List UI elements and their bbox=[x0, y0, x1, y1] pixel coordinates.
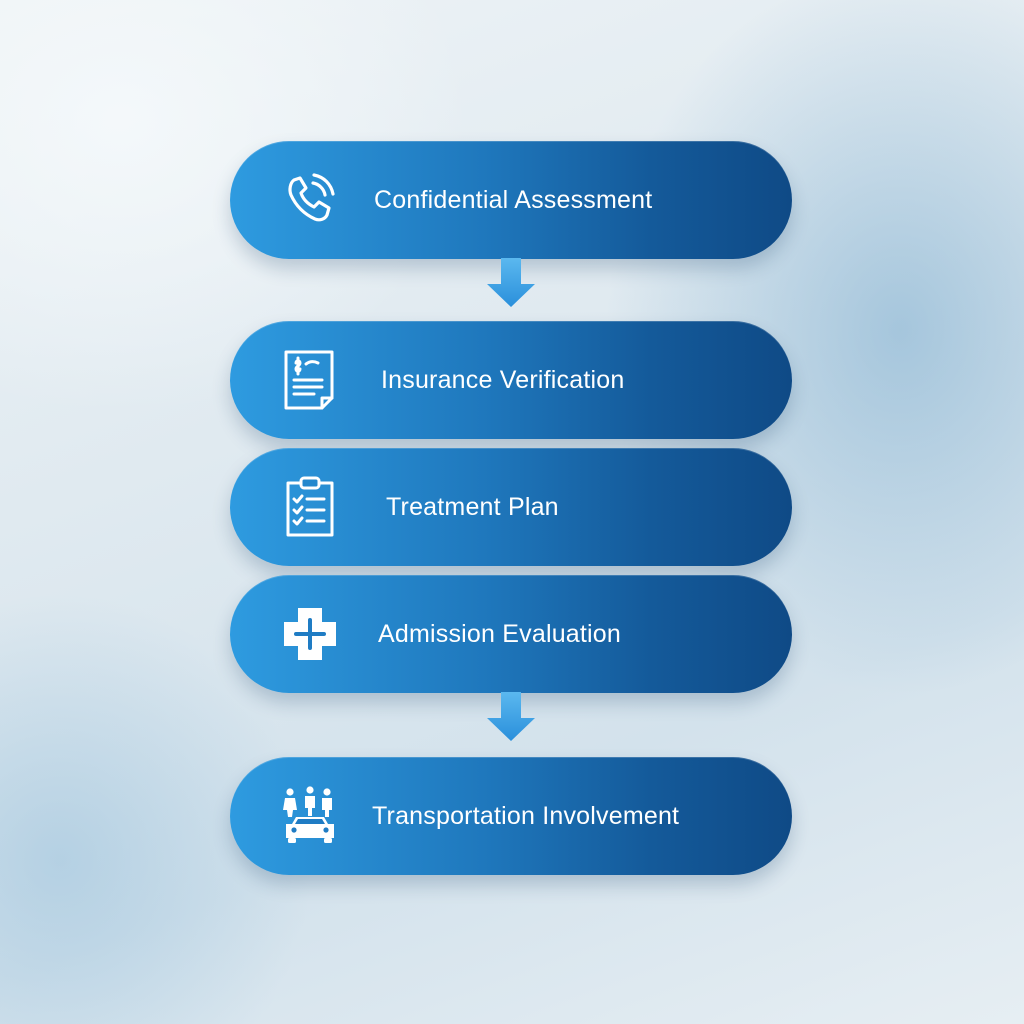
phone-icon bbox=[278, 168, 342, 232]
step-admission-evaluation: Admission Evaluation bbox=[230, 575, 792, 693]
step-label: Insurance Verification bbox=[381, 366, 625, 394]
step-insurance-verification: Insurance Verification bbox=[230, 321, 792, 439]
medical-cross-icon bbox=[278, 602, 342, 666]
step-treatment-plan: Treatment Plan bbox=[230, 448, 792, 566]
step-transportation-involvement: Transportation Involvement bbox=[230, 757, 792, 875]
arrow-down-icon bbox=[485, 258, 537, 308]
step-label: Admission Evaluation bbox=[378, 620, 622, 648]
step-label: Treatment Plan bbox=[386, 493, 559, 521]
document-icon bbox=[278, 348, 342, 412]
step-confidential-assessment: Confidential Assessment bbox=[230, 141, 792, 259]
clipboard-checklist-icon bbox=[278, 475, 342, 539]
people-car-icon bbox=[278, 784, 342, 848]
step-label: Confidential Assessment bbox=[374, 186, 653, 214]
step-label: Transportation Involvement bbox=[372, 802, 680, 830]
arrow-down-icon bbox=[485, 692, 537, 742]
